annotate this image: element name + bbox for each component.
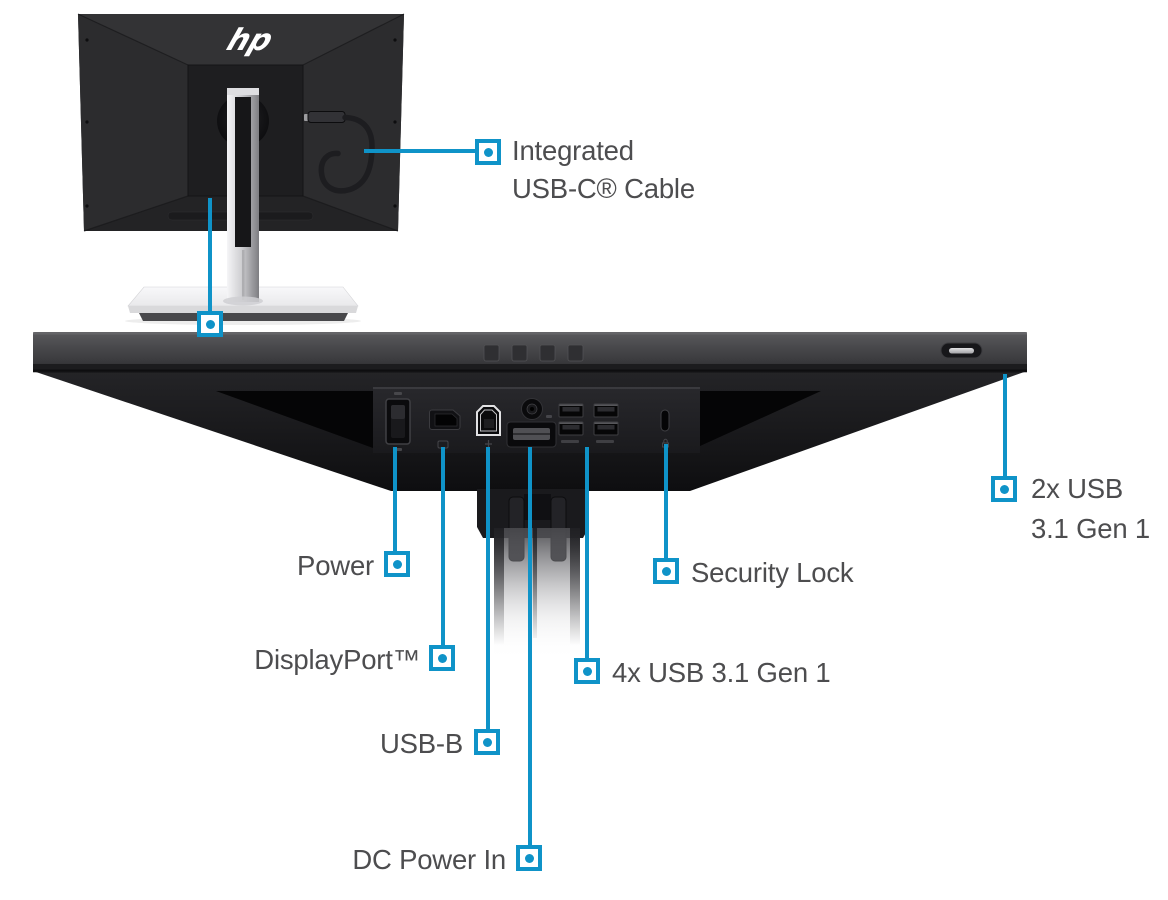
usb-c-plug <box>307 111 346 123</box>
bay-shadow-left <box>216 391 373 448</box>
callout-line-usb-c-cable <box>364 149 477 153</box>
marker-dot <box>483 147 493 157</box>
bottom-stand <box>477 489 589 660</box>
label-line: 2x USB <box>1031 473 1124 504</box>
usb-b-shell <box>480 409 497 432</box>
label-usb-2x: 2x USB 3.1 Gen 1 <box>1031 469 1150 549</box>
label-dc-power-in: DC Power In <box>352 844 506 875</box>
dc-connector-line <box>513 433 550 435</box>
callout-marker-usb-c-cable <box>475 139 501 165</box>
dc-jack-pinhole <box>530 407 534 411</box>
stand-base-rim <box>139 313 348 321</box>
front-bar-underside <box>33 364 1027 372</box>
usb-b-port <box>476 405 501 447</box>
marker-dot <box>482 737 492 747</box>
usb-a-port-2 <box>593 403 619 418</box>
column-seam <box>242 250 245 300</box>
dc-jack <box>521 398 552 420</box>
rear-facet-top <box>78 14 404 65</box>
osd-button-4 <box>567 344 584 362</box>
callout-line-rear-to-bottom <box>208 198 212 315</box>
column-foot <box>223 296 263 306</box>
marker-dot <box>999 484 1009 494</box>
security-lock-slot <box>660 409 670 448</box>
power-button-bar <box>949 348 974 354</box>
displayport-slot <box>434 413 458 427</box>
callout-marker-usb-b <box>474 729 500 755</box>
power-button <box>940 342 983 359</box>
label-power: Power <box>297 550 374 581</box>
rear-facet-left <box>78 14 188 231</box>
usb-b-tongue <box>484 419 494 428</box>
bay-shadow-right <box>700 391 821 446</box>
dc-connector-slot <box>506 421 557 448</box>
column-inner-slot <box>235 97 251 247</box>
marker-dot <box>524 853 534 863</box>
label-usb-b: USB-B <box>379 728 463 759</box>
label-usb-4x: 4x USB 3.1 Gen 1 <box>612 657 831 688</box>
cable-loop <box>318 114 375 194</box>
power-io-icon <box>394 392 402 395</box>
label-line: 3.1 Gen 1 <box>1031 513 1150 544</box>
stand-column-edge-right <box>570 528 580 645</box>
front-edge-bar <box>33 332 1027 372</box>
callout-line-power <box>393 447 397 554</box>
callout-marker-dc-power <box>516 845 542 871</box>
callout-line-displayport <box>441 447 445 648</box>
callout-line-usb-2x <box>1003 374 1007 479</box>
dc-icon <box>546 415 552 418</box>
monitor-rear-body: hp <box>77 13 405 232</box>
ports <box>385 392 670 451</box>
ss-usb-icon-2 <box>596 440 614 443</box>
column-cap <box>227 88 259 95</box>
label-line: Integrated <box>512 135 634 166</box>
port-panel-edge <box>373 387 700 389</box>
displayport-port <box>429 409 461 449</box>
osd-button-3 <box>539 344 556 362</box>
usb-a-port-1 <box>558 403 584 418</box>
label-security-lock: Security Lock <box>691 557 854 588</box>
usb-c-cable <box>304 111 375 194</box>
callout-line-usb-4x <box>585 447 589 661</box>
marker-dot <box>582 666 592 676</box>
stand-column <box>223 88 263 306</box>
monitor-bottom-view <box>33 332 1027 660</box>
marker-dot <box>392 559 402 569</box>
security-lock-icon <box>662 438 669 448</box>
marker-dot <box>205 319 215 329</box>
osd-buttons <box>483 344 584 362</box>
callout-marker-security-lock <box>653 558 679 584</box>
callout-marker-rear-to-bottom <box>197 311 223 337</box>
osd-button-1 <box>483 344 500 362</box>
front-bar <box>33 332 1027 372</box>
stand-column-seam <box>533 528 537 638</box>
stand-column-edge-left <box>494 528 504 645</box>
facet-seams <box>77 13 405 232</box>
callout-line-security-lock <box>664 444 668 561</box>
stand-base-front <box>128 306 358 313</box>
usb-icon <box>485 440 492 447</box>
marker-dot <box>661 566 671 576</box>
callout-marker-usb-2x <box>991 476 1017 502</box>
callout-marker-usb-4x <box>574 658 600 684</box>
osd-button-2 <box>511 344 528 362</box>
ss-usb-icon-1 <box>561 440 579 443</box>
callout-marker-displayport <box>429 645 455 671</box>
front-bar-highlight <box>33 332 1027 335</box>
marker-dot <box>437 653 447 663</box>
power-switch <box>385 392 411 451</box>
usb-a-port-4 <box>593 421 619 436</box>
label-integrated-usb-c-cable: Integrated USB-C® Cable <box>512 132 695 208</box>
power-rocker-highlight <box>391 405 405 419</box>
label-line: USB-C® Cable <box>512 173 695 204</box>
callout-marker-power <box>384 551 410 577</box>
rear-screws <box>85 38 397 208</box>
callout-line-dc-power <box>528 447 532 848</box>
label-displayport: DisplayPort™ <box>254 644 420 675</box>
rear-facet-right <box>303 14 404 231</box>
usb-a-port-3 <box>558 421 584 436</box>
callout-line-usb-b <box>486 447 490 732</box>
usb-a-ports <box>558 403 619 443</box>
monitor-rear-view: hp <box>77 13 405 325</box>
